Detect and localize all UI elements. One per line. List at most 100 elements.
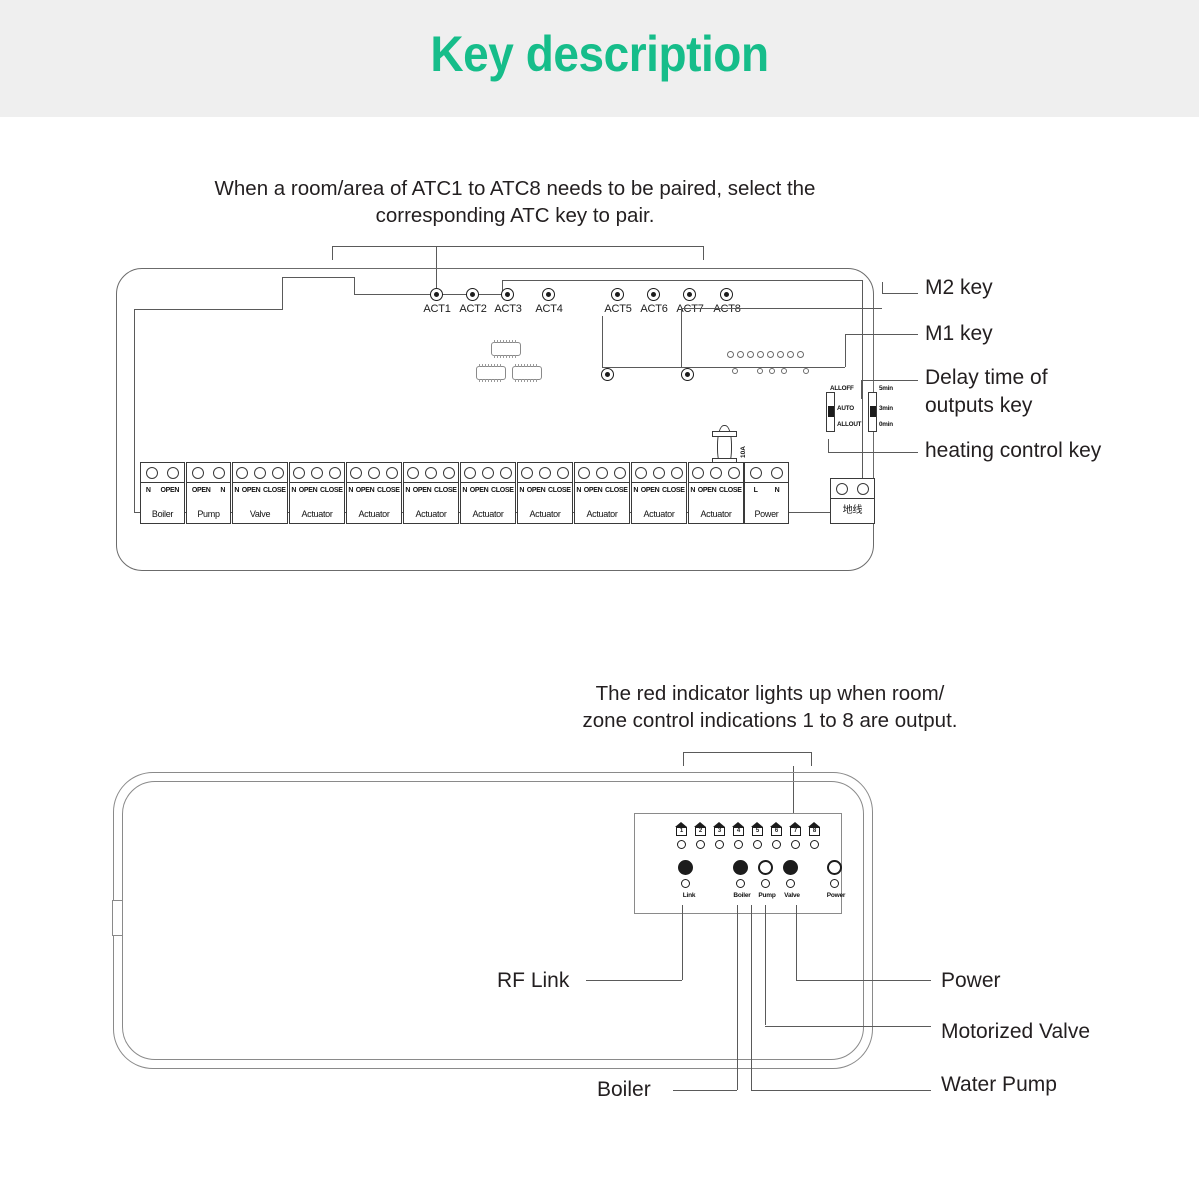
terminal-hole (539, 466, 551, 479)
terminal-pins: N OPEN CLOSE (518, 483, 572, 498)
dip-delay-pos-label: 3min (879, 405, 893, 412)
power-led (830, 879, 839, 888)
indicator-dot (769, 368, 775, 374)
act7-button[interactable] (683, 288, 696, 301)
act5-button[interactable] (611, 288, 624, 301)
fuse-rating-label: 10A (740, 446, 747, 458)
m1-key-button[interactable] (601, 368, 614, 381)
act8-button[interactable] (720, 288, 733, 301)
terminal-hole (167, 466, 180, 479)
m1-leader-v (845, 334, 846, 367)
terminal-holes (347, 463, 401, 483)
act2-button[interactable] (466, 288, 479, 301)
power-icon (827, 860, 842, 875)
act6-button[interactable] (647, 288, 660, 301)
pcb-outline-seg (282, 277, 354, 278)
terminal-block-actuator: N OPEN CLOSE Actuator (289, 462, 345, 524)
zone-led (677, 840, 686, 849)
act-bracket-left (332, 246, 333, 260)
house-roof (770, 822, 782, 827)
pin-label: OPEN (241, 487, 261, 494)
terminal-holes (689, 463, 743, 483)
terminal-hole (145, 466, 158, 479)
terminal-pins: N OPEN CLOSE (632, 483, 686, 498)
act-bracket-top (332, 246, 704, 247)
pin-label: N (220, 487, 226, 494)
terminal-holes (575, 463, 629, 483)
house-body: 3 (714, 826, 725, 836)
bottom-device-illustration: 1 2 3 4 5 6 7 8 Link Boiler Pump (112, 772, 873, 1069)
header-band (0, 0, 1199, 117)
boiler-label: Boiler (733, 892, 751, 899)
act1-button[interactable] (430, 288, 443, 301)
indicator-dot (777, 351, 784, 358)
house-body: 1 (676, 826, 687, 836)
ic-chip (512, 364, 542, 382)
dip-heating-pos-label: ALLOUT (837, 421, 862, 428)
terminal-block-actuator: N OPEN CLOSE Actuator (460, 462, 516, 524)
act-bracket-drop (436, 246, 437, 289)
zone-house-icon: 2 (694, 822, 707, 836)
terminal-name: Pump (197, 509, 220, 519)
indicator-dot (803, 368, 809, 374)
act3-button[interactable] (501, 288, 514, 301)
terminal-pins: N OPEN CLOSE (575, 483, 629, 498)
terminal-hole (771, 466, 784, 479)
m2-leader-h2 (681, 308, 882, 309)
zone-led (791, 840, 800, 849)
heating-control-dip-switch[interactable] (826, 392, 835, 432)
bottom-bracket-left (683, 752, 684, 766)
terminal-block-actuator: N OPEN CLOSE Actuator (403, 462, 459, 524)
terminal-hole (835, 482, 848, 495)
m2-leader-v2 (882, 282, 883, 283)
terminal-name: Actuator (643, 509, 675, 519)
pin-label: OPEN (469, 487, 489, 494)
zone-house-icon: 7 (789, 822, 802, 836)
heating-leader-v (828, 439, 829, 452)
terminal-hole (329, 466, 341, 479)
m2-leader-v3 (681, 308, 682, 368)
delay-leader-h (861, 380, 918, 381)
terminal-hole (728, 466, 740, 479)
act-bracket-right (703, 246, 704, 260)
delay-time-dip-switch[interactable] (868, 392, 877, 432)
pin-label: CLOSE (491, 487, 514, 494)
terminal-holes (233, 463, 287, 483)
m1-leader-h2 (602, 367, 845, 368)
zone-led (810, 840, 819, 849)
terminal-block-pump: OPEN N Pump (186, 462, 231, 524)
terminal-hole (425, 466, 437, 479)
dip-heating-pos-label: ALLOFF (830, 385, 854, 392)
terminal-holes (745, 463, 788, 483)
terminal-holes (518, 463, 572, 483)
act4-button[interactable] (542, 288, 555, 301)
terminal-holes (290, 463, 344, 483)
pcb-outline-seg (502, 280, 862, 281)
callout-heating-control-key: heating control key (925, 439, 1102, 462)
terminal-block-valve: N OPEN CLOSE Valve (232, 462, 288, 524)
callout-delay-time-key: Delay time of outputs key (925, 366, 1048, 417)
terminal-hole (596, 466, 608, 479)
pin-label: N (234, 487, 240, 494)
house-body: 6 (771, 826, 782, 836)
indicator-dot (732, 368, 738, 374)
callout-rf-link: RF Link (497, 969, 570, 992)
zone-led (715, 840, 724, 849)
boiler-leader-h (673, 1090, 737, 1091)
indicator-dot (767, 351, 774, 358)
pin-label: CLOSE (263, 487, 286, 494)
terminal-block-ground: 地线 (830, 478, 875, 524)
bottom-caption: The red indicator lights up when room/ z… (582, 682, 958, 732)
terminal-hole (635, 466, 647, 479)
terminal-block-boiler: N OPEN Boiler (140, 462, 185, 524)
callout-motorized-valve: Motorized Valve (941, 1020, 1091, 1043)
m2-key-button[interactable] (681, 368, 694, 381)
terminal-holes (831, 479, 874, 499)
terminal-block-actuator: N OPEN CLOSE Actuator (346, 462, 402, 524)
pump-label: Pump (758, 892, 776, 899)
water-pump-leader-v (751, 905, 752, 1090)
terminal-pins: N OPEN (141, 483, 184, 498)
pcb-outline-seg (134, 309, 135, 513)
indicator-dot (797, 351, 804, 358)
callout-power: Power (941, 969, 1001, 992)
